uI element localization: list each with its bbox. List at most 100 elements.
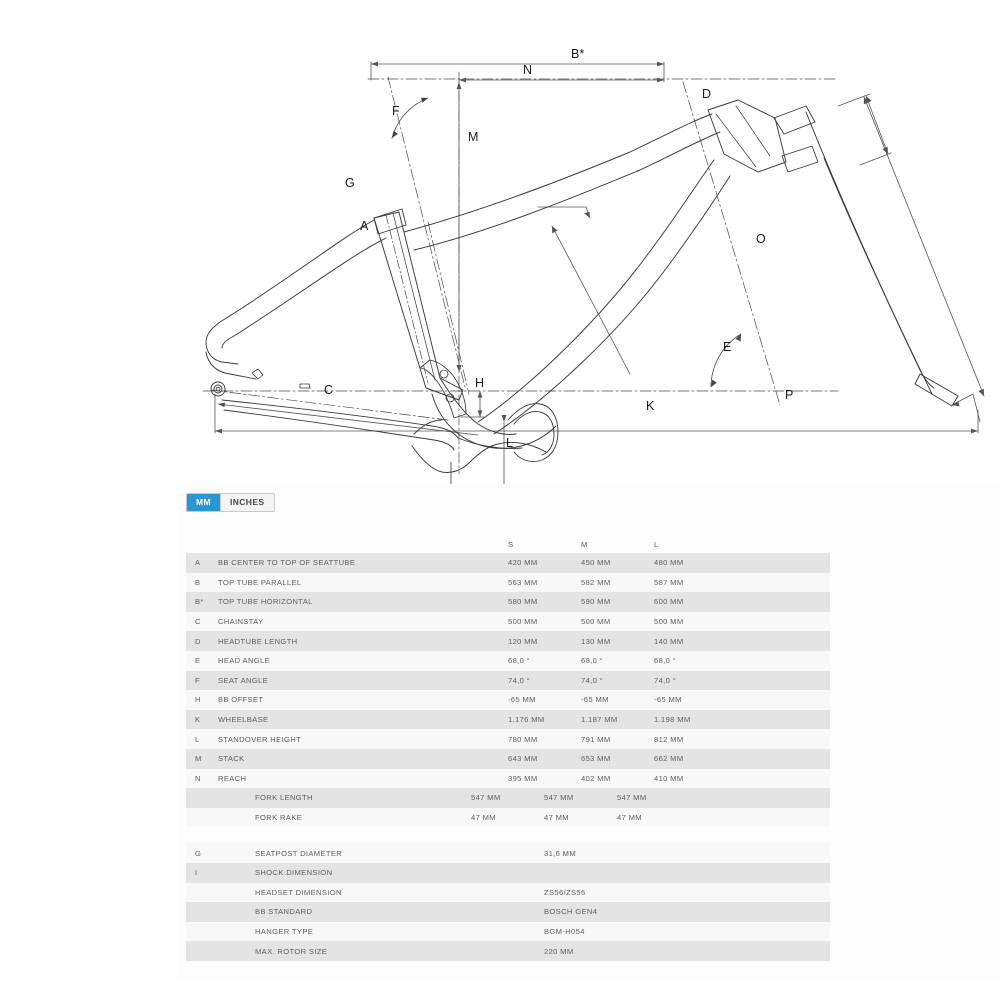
spec-row: G SEATPOST DIAMETER 31,6 MM	[186, 843, 830, 863]
spec-name: MAX. ROTOR SIZE	[255, 946, 328, 956]
row-code: A	[195, 558, 201, 568]
row-name: REACH	[218, 773, 247, 783]
header-size-l: L	[654, 540, 659, 549]
spec-row: I SHOCK DIMENSION	[186, 862, 830, 883]
row-value-m: -65 MM	[581, 695, 609, 705]
row-value-l: 547 MM	[617, 793, 647, 803]
row-name: TOP TUBE HORIZONTAL	[218, 597, 313, 607]
row-value-s: 120 MM	[508, 636, 538, 646]
row-value-l: 140 MM	[654, 636, 684, 646]
spec-name: BB STANDARD	[255, 907, 313, 917]
row-value-l: 600 MM	[654, 597, 684, 607]
row-name: STACK	[218, 754, 245, 764]
table-row: E HEAD ANGLE 68,0 ° 68,0 ° 68,0 °	[186, 650, 830, 671]
row-name: HEAD ANGLE	[218, 656, 271, 666]
table-row: N REACH 395 MM 402 MM 410 MM	[186, 768, 830, 789]
row-value-s: -65 MM	[508, 695, 536, 705]
row-value-s: 395 MM	[508, 773, 538, 783]
row-value-s: 563 MM	[508, 577, 538, 587]
row-value-m: 68,0 °	[581, 656, 604, 666]
diagram-label-h: H	[475, 376, 484, 390]
row-value-l: 74,0 °	[654, 675, 677, 685]
diagram-label-k: K	[646, 399, 655, 413]
table-row: FORK RAKE 47 MM 47 MM 47 MM	[186, 807, 830, 828]
spec-row: MAX. ROTOR SIZE 220 MM	[186, 941, 830, 961]
row-value-l: 1.198 MM	[654, 715, 691, 725]
row-value-m: 590 MM	[581, 597, 611, 607]
spec-name: SEATPOST DIAMETER	[255, 848, 343, 858]
unit-button-inches[interactable]: INCHES	[220, 494, 274, 511]
row-name: BB OFFSET	[218, 695, 264, 705]
spec-value: 31,6 MM	[544, 848, 576, 858]
row-value-s: 68,0 °	[508, 656, 531, 666]
bike-frame-drawing: B* N F M D G A O E C H K L P	[202, 47, 985, 484]
row-name: STANDOVER HEIGHT	[218, 734, 302, 744]
row-name: FORK LENGTH	[255, 793, 313, 803]
table-row: B TOP TUBE PARALLEL 563 MM 582 MM 587 MM	[186, 572, 830, 593]
row-value-m: 402 MM	[581, 773, 611, 783]
spec-name: HEADSET DIMENSION	[255, 887, 342, 897]
row-name: BB CENTER TO TOP OF SEATTUBE	[218, 558, 356, 568]
spec-value: BGM-H054	[544, 926, 585, 936]
content-panel: B* N F M D G A O E C H K L P MM INCHES	[178, 22, 1000, 980]
row-code: B	[195, 577, 201, 587]
row-value-l: 68,0 °	[654, 656, 677, 666]
row-value-s: 500 MM	[508, 617, 538, 627]
row-value-m: 500 MM	[581, 617, 611, 627]
row-code: C	[195, 617, 201, 627]
table-row: C CHAINSTAY 500 MM 500 MM 500 MM	[186, 611, 830, 632]
row-value-l: 500 MM	[654, 617, 684, 627]
row-name: WHEELBASE	[218, 715, 269, 725]
spec-name: SHOCK DIMENSION	[255, 868, 333, 878]
row-value-l: 480 MM	[654, 558, 684, 568]
row-code: E	[195, 656, 201, 666]
row-value-l: 410 MM	[654, 773, 684, 783]
geometry-table: S M L A BB CENTER TO TOP OF SEATTUBE 420…	[186, 527, 830, 961]
diagram-label-c: C	[324, 383, 333, 397]
row-value-s: 780 MM	[508, 734, 538, 744]
row-value-m: 791 MM	[581, 734, 611, 744]
row-value-l: 812 MM	[654, 734, 684, 744]
row-code: F	[195, 675, 200, 685]
diagram-label-e: E	[723, 340, 731, 354]
table-row: L STANDOVER HEIGHT 780 MM 791 MM 812 MM	[186, 729, 830, 749]
row-name: CHAINSTAY	[218, 617, 264, 627]
row-code: D	[195, 636, 201, 646]
diagram-label-bstar: B*	[571, 47, 584, 61]
row-value-s: 580 MM	[508, 597, 538, 607]
unit-toggle-group[interactable]: MM INCHES	[186, 493, 275, 512]
row-value-m: 653 MM	[581, 754, 611, 764]
table-row: A BB CENTER TO TOP OF SEATTUBE 420 MM 45…	[186, 553, 830, 573]
row-value-s: 74,0 °	[508, 675, 531, 685]
spec-row: HANGER TYPE BGM-H054	[186, 921, 830, 942]
spec-value: 220 MM	[544, 946, 574, 956]
row-value-s: 643 MM	[508, 754, 538, 764]
row-value-m: 547 MM	[544, 793, 574, 803]
header-size-s: S	[508, 540, 514, 549]
spec-value: ZS56/ZS56	[544, 887, 586, 897]
diagram-label-l: L	[506, 436, 513, 450]
table-row: M STACK 643 MM 653 MM 662 MM	[186, 748, 830, 769]
row-value-s: 47 MM	[471, 813, 496, 823]
spec-name: HANGER TYPE	[255, 926, 314, 936]
diagram-label-g: G	[345, 176, 355, 190]
row-value-l: 662 MM	[654, 754, 684, 764]
unit-button-mm[interactable]: MM	[187, 494, 221, 511]
row-value-s: 1.176 MM	[508, 715, 545, 725]
row-value-m: 1.187 MM	[581, 715, 618, 725]
row-value-l: -65 MM	[654, 695, 682, 705]
row-value-l: 47 MM	[617, 813, 642, 823]
row-value-m: 582 MM	[581, 577, 611, 587]
row-code: H	[195, 695, 201, 705]
table-row: FORK LENGTH 547 MM 547 MM 547 MM	[186, 788, 830, 808]
row-code: L	[195, 734, 200, 744]
table-row: D HEADTUBE LENGTH 120 MM 130 MM 140 MM	[186, 631, 830, 651]
table-row: K WHEELBASE 1.176 MM 1.187 MM 1.198 MM	[186, 709, 830, 730]
header-size-m: M	[581, 540, 588, 549]
geometry-diagram: B* N F M D G A O E C H K L P	[178, 22, 1000, 484]
row-value-m: 450 MM	[581, 558, 611, 568]
table-row: F SEAT ANGLE 74,0 ° 74,0 ° 74,0 °	[186, 670, 830, 691]
spec-code: G	[195, 848, 202, 858]
table-group-separator	[186, 827, 830, 843]
row-value-m: 47 MM	[544, 813, 569, 823]
